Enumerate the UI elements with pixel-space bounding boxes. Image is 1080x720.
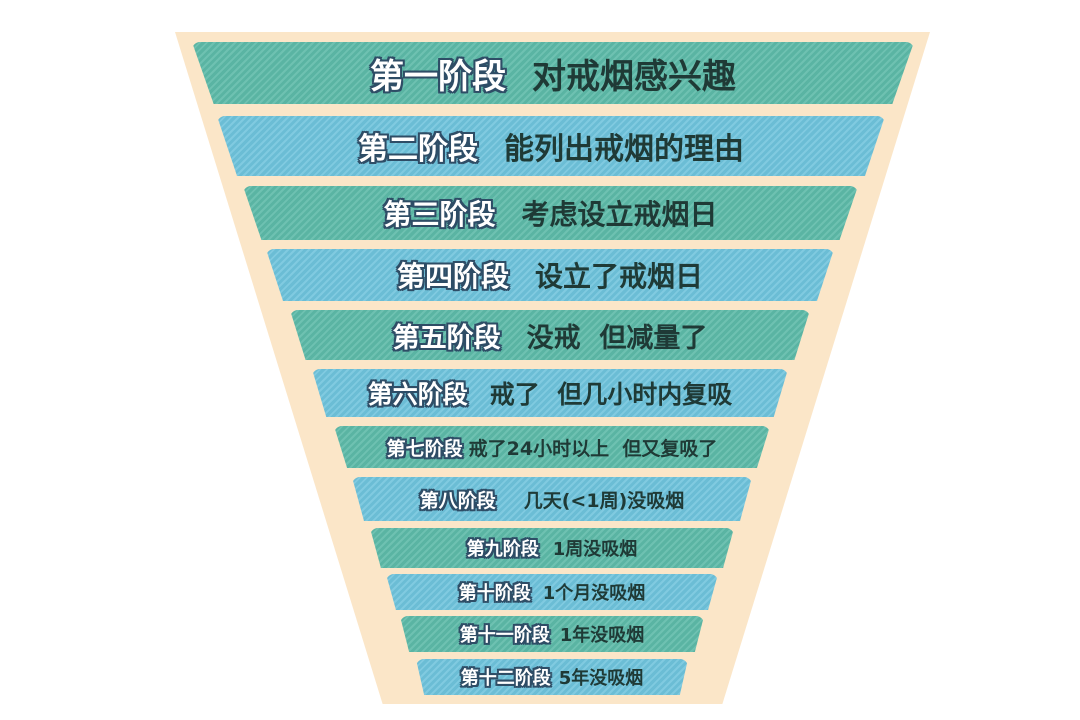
stage-3: 第三阶段 考虑设立戒烟日 [243,186,858,240]
stage-description: 戒了 但几小时内复吸 [489,380,733,409]
stage-description: 考虑设立戒烟日 [521,198,718,231]
stage-description: 1周没吸烟 [552,539,638,560]
stage-2: 第二阶段 能列出戒烟的理由 [217,116,885,176]
stage-7: 第七阶段 戒了24小时以上 但又复吸了 [334,426,770,468]
stage-6: 第六阶段 戒了 但几小时内复吸 [312,369,788,417]
stage-label: 第十一阶段 [459,625,550,646]
stage-label: 第八阶段 [419,489,496,512]
stage-9: 第九阶段 1周没吸烟 [370,528,734,568]
stage-10: 第十阶段 1个月没吸烟 [386,574,718,610]
stage-description: 对戒烟感兴趣 [532,56,736,97]
stage-description: 能列出戒烟的理由 [504,132,744,167]
stage-description: 1年没吸烟 [559,625,645,646]
stage-description: 几天(<1周)没吸烟 [523,489,685,512]
stage-5: 第五阶段 没戒 但减量了 [290,310,810,360]
stage-description: 设立了戒烟日 [535,260,704,293]
stage-label: 第十阶段 [458,583,531,604]
stage-12: 第十二阶段 5年没吸烟 [416,659,688,695]
stage-4: 第四阶段 设立了戒烟日 [266,249,834,301]
stage-label: 第四阶段 [396,260,509,293]
stage-11: 第十一阶段 1年没吸烟 [400,616,704,652]
stage-description: 没戒 但减量了 [526,322,708,354]
stage-8: 第八阶段 几天(<1周)没吸烟 [352,477,752,521]
stage-label: 第三阶段 [383,198,496,231]
stage-label: 第二阶段 [358,132,478,167]
stage-label: 第一阶段 [370,56,506,97]
stage-description: 戒了24小时以上 但又复吸了 [468,437,718,460]
stage-1: 第一阶段 对戒烟感兴趣 [192,42,914,104]
stage-label: 第五阶段 [392,322,501,354]
stage-description: 5年没吸烟 [558,668,644,689]
stage-label: 第十二阶段 [460,668,551,689]
stage-label: 第九阶段 [466,539,539,560]
stage-label: 第七阶段 [386,437,463,460]
stage-label: 第六阶段 [367,380,468,409]
stage-description: 1个月没吸烟 [542,583,646,604]
